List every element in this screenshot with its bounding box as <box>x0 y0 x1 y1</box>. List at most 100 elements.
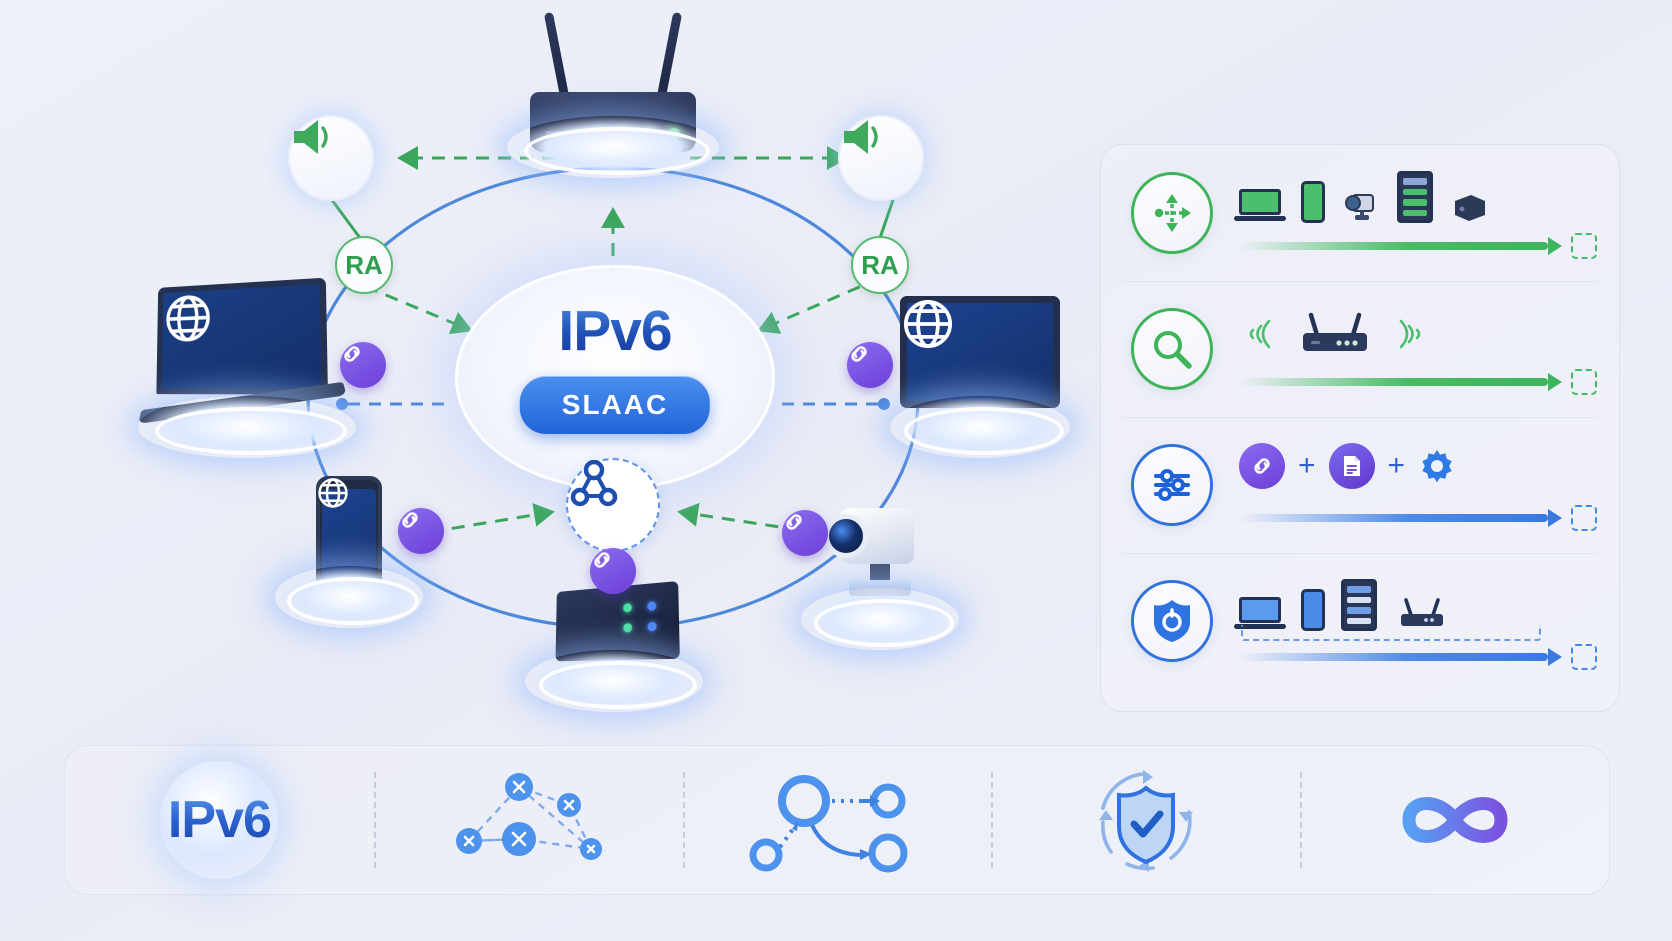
infinity-icon <box>1365 770 1545 870</box>
device-glyph-row <box>1239 165 1597 223</box>
plus-sign: + <box>1386 451 1408 481</box>
flow-arrow-bar <box>1239 242 1548 250</box>
server-tower-icon <box>1449 189 1489 223</box>
multicast-glyph <box>1148 189 1196 237</box>
shield-check-cycle-icon <box>1081 760 1211 880</box>
legend-row-configuration[interactable]: + + <box>1101 417 1619 553</box>
config-formula-row: + + <box>1239 437 1597 495</box>
phone-pedestal <box>275 566 423 628</box>
feature-strip: IPv6 <box>64 745 1610 895</box>
mesh-network-icon <box>433 765 623 875</box>
magnifier-glyph <box>1148 325 1196 373</box>
link-glyph <box>847 342 871 366</box>
server-pedestal <box>525 650 703 712</box>
link-glyph <box>590 548 614 572</box>
smartphone-node[interactable] <box>316 476 382 598</box>
chain-link-icon-phone[interactable] <box>398 508 444 554</box>
legend-row-body <box>1213 165 1597 261</box>
legend-row-body <box>1213 301 1597 397</box>
flow-arrow-rail <box>1239 503 1597 533</box>
smartphone-icon <box>1301 181 1325 223</box>
webcam-icon <box>1341 189 1381 223</box>
dashed-target-box <box>1571 233 1597 259</box>
shield-glyph <box>1148 596 1196 646</box>
page-title: IPv6 <box>458 298 772 364</box>
plus-sign: + <box>1296 451 1318 481</box>
arrow-head <box>1548 373 1562 391</box>
ipv6-hub: IPv6 SLAAC <box>455 265 775 490</box>
dashed-target-box <box>1571 369 1597 395</box>
server-rack-icon <box>1341 579 1377 631</box>
shield-privacy-icon <box>1131 580 1213 662</box>
legend-row-privacy[interactable] <box>1101 553 1619 689</box>
speaker-broadcast-icon-left[interactable] <box>288 115 374 201</box>
sliders-glyph <box>1148 461 1196 509</box>
bottom-item-security[interactable] <box>991 746 1300 894</box>
monitor-screen <box>900 296 1060 408</box>
flow-arrow-bar <box>1239 514 1548 522</box>
router-pedestal <box>507 116 719 178</box>
flow-arrow-bar <box>1239 653 1548 661</box>
link-glyph <box>1250 454 1274 478</box>
dashed-target-box <box>1571 505 1597 531</box>
speaker-glyph <box>840 117 884 157</box>
camera-pedestal <box>801 588 959 650</box>
legend-row-multicast[interactable] <box>1101 145 1619 281</box>
wifi-signal-left-icon <box>1239 309 1279 359</box>
globe-icon <box>900 296 956 352</box>
multicast-arrows-icon <box>1131 172 1213 254</box>
dashed-tree-connector <box>1241 625 1541 641</box>
monitor-pedestal <box>890 396 1070 458</box>
server-indicator-leds <box>623 601 656 632</box>
globe-icon <box>316 476 350 510</box>
laptop-pedestal <box>138 396 356 458</box>
ip-camera-node[interactable] <box>840 508 920 596</box>
link-glyph <box>340 342 364 366</box>
speaker-glyph <box>290 117 334 157</box>
slaac-pill[interactable]: SLAAC <box>520 376 710 434</box>
nodes-glyph <box>568 460 620 508</box>
globe-icon <box>162 290 213 346</box>
ra-badge-right[interactable]: RA <box>851 236 909 294</box>
laptop-icon <box>1239 189 1285 223</box>
slaac-topology-diagram: IPv6 SLAAC <box>0 0 1090 760</box>
webcam-icon <box>840 508 920 596</box>
network-nodes-icon[interactable] <box>566 458 660 552</box>
chain-link-icon-monitor[interactable] <box>847 342 893 388</box>
bottom-item-infinity[interactable] <box>1300 746 1609 894</box>
legend-row-discovery[interactable] <box>1101 281 1619 417</box>
document-glyph <box>1341 454 1363 478</box>
arrow-head <box>1548 509 1562 527</box>
router-signal-row <box>1239 301 1597 359</box>
document-icon <box>1329 443 1375 489</box>
gear-icon <box>1418 447 1456 485</box>
desktop-monitor-node[interactable] <box>900 296 1060 439</box>
bottom-item-mesh[interactable] <box>374 746 683 894</box>
chain-link-icon <box>1239 443 1285 489</box>
bottom-item-routing[interactable] <box>683 746 992 894</box>
bottom-item-ipv6[interactable]: IPv6 <box>65 746 374 894</box>
legend-panel: + + <box>1100 144 1620 712</box>
server-nas-node[interactable] <box>548 586 680 660</box>
server-rack-icon <box>1397 171 1433 223</box>
camera-lens <box>824 514 868 558</box>
magnifier-discovery-icon <box>1131 308 1213 390</box>
bottom-item-label: IPv6 <box>168 790 271 850</box>
chain-link-icon-camera[interactable] <box>782 510 828 556</box>
chain-link-icon-server[interactable] <box>590 548 636 594</box>
legend-row-body: + + <box>1213 437 1597 533</box>
device-glyph-row <box>1239 573 1597 631</box>
router-node[interactable] <box>530 92 696 152</box>
wifi-signal-right-icon <box>1391 309 1431 359</box>
laptop-screen <box>156 278 328 395</box>
arrow-head <box>1548 237 1562 255</box>
chain-link-icon-laptop[interactable] <box>340 342 386 388</box>
camera-stand <box>870 564 890 580</box>
flow-arrow-rail <box>1239 367 1597 397</box>
flow-arrow-rail <box>1239 639 1597 669</box>
link-glyph <box>782 510 806 534</box>
laptop-node[interactable] <box>150 282 344 414</box>
speaker-broadcast-icon-right[interactable] <box>838 115 924 201</box>
ra-badge-left[interactable]: RA <box>335 236 393 294</box>
